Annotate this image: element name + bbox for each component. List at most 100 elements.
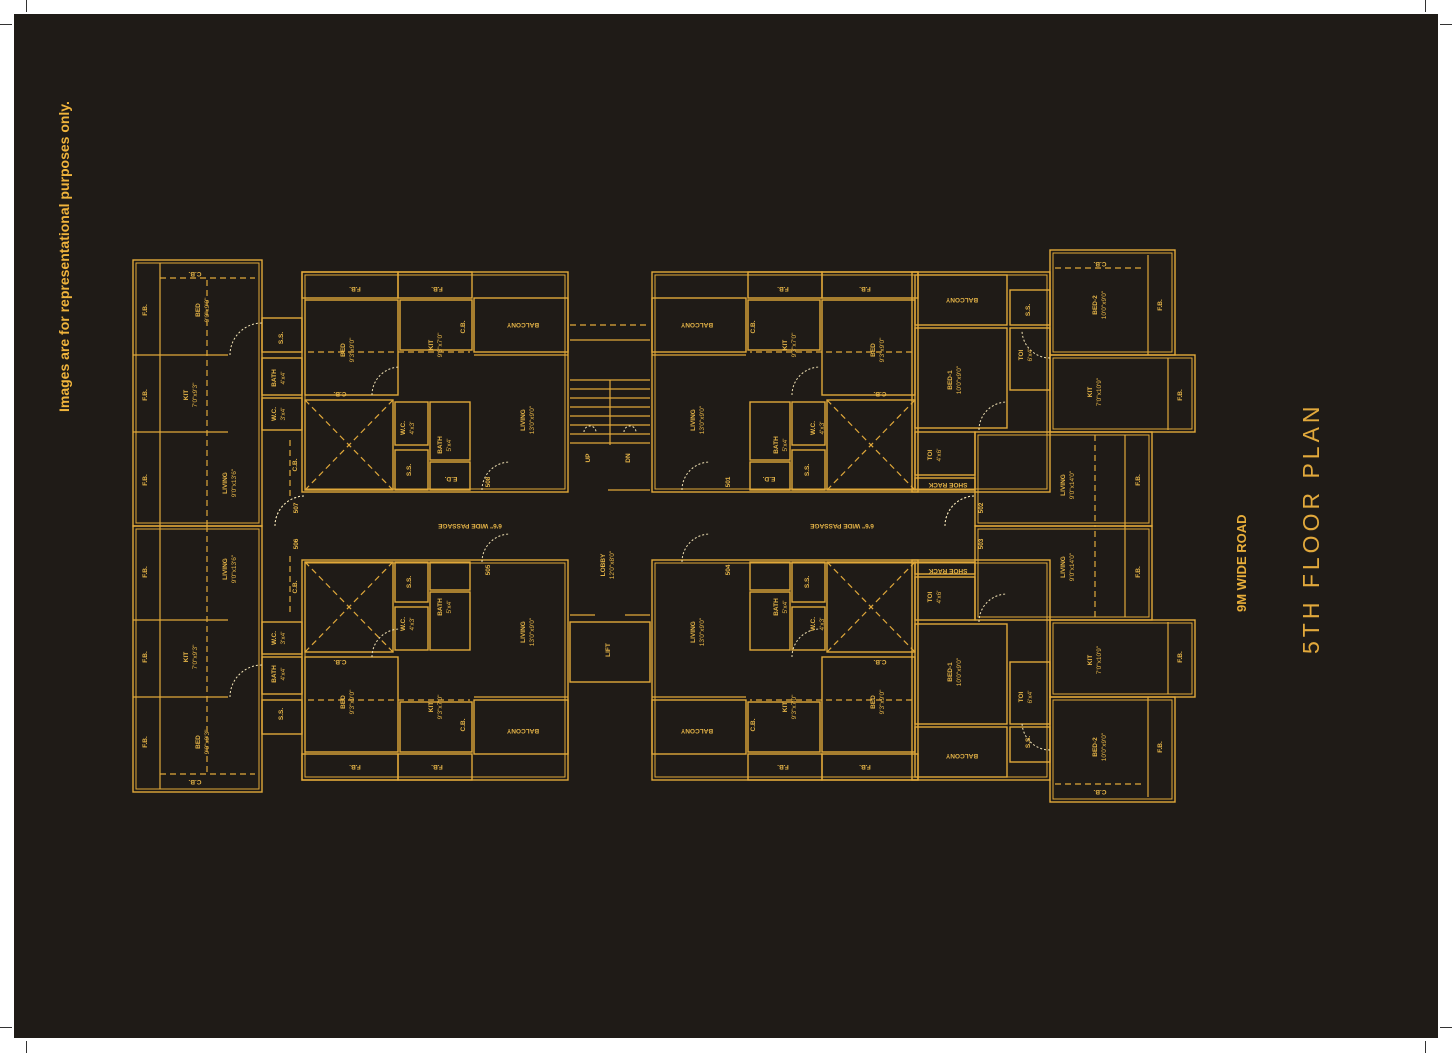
fb-balcony: [301, 271, 399, 299]
unit-508-label-dimension: 9'3"x9'0": [349, 337, 356, 362]
unit-504-label-dimension: 9'3"x9'0": [879, 689, 886, 714]
door-swing: [481, 461, 511, 491]
unit-501-label: E.D.: [762, 475, 775, 482]
unit-508-label: KIT: [428, 340, 435, 351]
unit-504-label: W.C.: [810, 617, 817, 631]
unit-503-label: BED-1: [947, 662, 954, 682]
unit-505-label-dimension: 9'3"x7'0": [437, 694, 444, 719]
unit-502-label-dimension: 10'0"x9'0": [1101, 290, 1108, 319]
unit-501-label: BED: [870, 343, 877, 357]
shoe-rack: [914, 477, 976, 491]
unit-505-label-dimension: 9'3"x9'0": [349, 689, 356, 714]
door-swing: [944, 495, 976, 527]
unit-503-label: F.B.: [1157, 741, 1164, 753]
unit-507-label-dimension: 3'x4': [280, 408, 287, 421]
left-wing-outline-inner: [135, 528, 260, 790]
road-label: 9M WIDE ROAD: [1234, 514, 1249, 613]
shaft-cross: [304, 561, 394, 653]
door-swing: [681, 461, 711, 491]
unit-506-label: W.C.: [271, 631, 278, 645]
shaft-cross: [826, 399, 916, 491]
bed-room: [821, 656, 916, 753]
bed-room: [914, 623, 1008, 725]
kitchen-outline-inner: [1052, 357, 1193, 430]
plan-title: 5TH FLOOR PLAN: [1298, 402, 1324, 654]
door-swing: [229, 322, 263, 356]
kitchen-outline: [1049, 619, 1196, 698]
wc-room: [394, 401, 429, 446]
balcony: [914, 274, 1008, 326]
unit-502-label: BALCONY: [945, 296, 978, 303]
stair-arrow-down: [623, 425, 637, 433]
unit-506-label-dimension: 9'0"x13'6": [231, 554, 238, 583]
unit-501-label-dimension: 9'3"x9'0": [879, 337, 886, 362]
door-swing: [371, 628, 401, 658]
unit-508-label: F.B.: [431, 285, 443, 292]
unit-505-label: C.B.: [333, 658, 346, 665]
balcony: [473, 699, 569, 755]
unit-506-label: S.S.: [278, 708, 285, 720]
unit-503-label: C.B.: [1093, 788, 1106, 795]
unit-504-label: 504: [725, 564, 732, 575]
balcony: [473, 297, 569, 353]
ed-shaft: [749, 461, 791, 491]
door-swing: [371, 366, 401, 396]
passage-label-left: 6'6" WIDE PASSAGE: [437, 522, 501, 529]
unit-506-label: 506: [293, 538, 300, 549]
unit-507-label: 507: [293, 502, 300, 513]
ss-shaft: [394, 561, 429, 603]
unit-503-label: F.B.: [1177, 651, 1184, 663]
unit-503-label: SHOE RACK: [928, 567, 967, 574]
unit-507-label: KIT: [183, 390, 190, 401]
unit-507-label: C.B.: [188, 270, 201, 277]
unit-504-label: C.B.: [750, 718, 757, 731]
ed-shaft: [429, 461, 471, 491]
unit-503-label-dimension: 10'0"x9'0": [956, 657, 963, 686]
unit-502-label-dimension: 6'x4': [1027, 349, 1034, 362]
unit-504-label: LIVING: [690, 621, 697, 643]
wc-room: [791, 606, 826, 651]
balcony: [914, 726, 1008, 778]
unit-501-label: LIVING: [690, 409, 697, 431]
unit-502-label: TOI: [927, 449, 934, 460]
unit-505-label: BATH: [437, 598, 444, 616]
unit-508-label: C.B.: [333, 390, 346, 397]
unit-505-label: F.B.: [431, 763, 443, 770]
fb-balcony: [821, 271, 919, 299]
ss-shaft: [791, 561, 826, 603]
unit-507-label-dimension: 7'0"x9'3": [192, 382, 199, 407]
unit-508-label-dimension: 9'3"x7'0": [437, 332, 444, 357]
bed2-outline-inner: [1052, 699, 1173, 800]
kitchen: [399, 701, 473, 753]
unit-508-label: S.S.: [406, 464, 413, 476]
unit-501-label: BATH: [773, 436, 780, 454]
door-swing: [274, 495, 306, 527]
unit-507-label-dimension: 9'0"x9'0": [204, 297, 211, 322]
unit-506-label-dimension: 7'0"x9'3": [192, 644, 199, 669]
unit-506-label-dimension: 9'0"x9'3": [204, 729, 211, 754]
shaft-cross: [304, 399, 394, 491]
unit-507-label-dimension: 9'0"x13'6": [231, 468, 238, 497]
unit-502-label: F.B.: [1177, 389, 1184, 401]
living-outline-inner: [977, 434, 1150, 524]
kitchen-outline: [1049, 354, 1196, 433]
unit-503-label: KIT: [1087, 655, 1094, 666]
unit-502-label: F.B.: [1135, 474, 1142, 486]
unit-506-label: LIVING: [222, 558, 229, 580]
door-swing: [681, 533, 711, 563]
bath-room: [749, 591, 791, 651]
unit-503-label: BALCONY: [945, 752, 978, 759]
unit-504-label: KIT: [782, 702, 789, 713]
disclaimer-text: Images are for representational purposes…: [56, 101, 72, 412]
unit-501-label-dimension: 4'x3': [819, 422, 826, 435]
unit-503-label-dimension: 6'x4': [1027, 691, 1034, 704]
unit-506-label: C.B.: [188, 778, 201, 785]
bed-room: [304, 656, 399, 753]
unit-503-label: TOI: [927, 591, 934, 602]
unit-505-label: S.S.: [406, 576, 413, 588]
unit-508-label: F.B.: [349, 285, 361, 292]
unit-504-label-dimension: 5'x4': [782, 601, 789, 614]
unit-508-outline: [301, 271, 569, 493]
bath-room: [429, 401, 471, 461]
